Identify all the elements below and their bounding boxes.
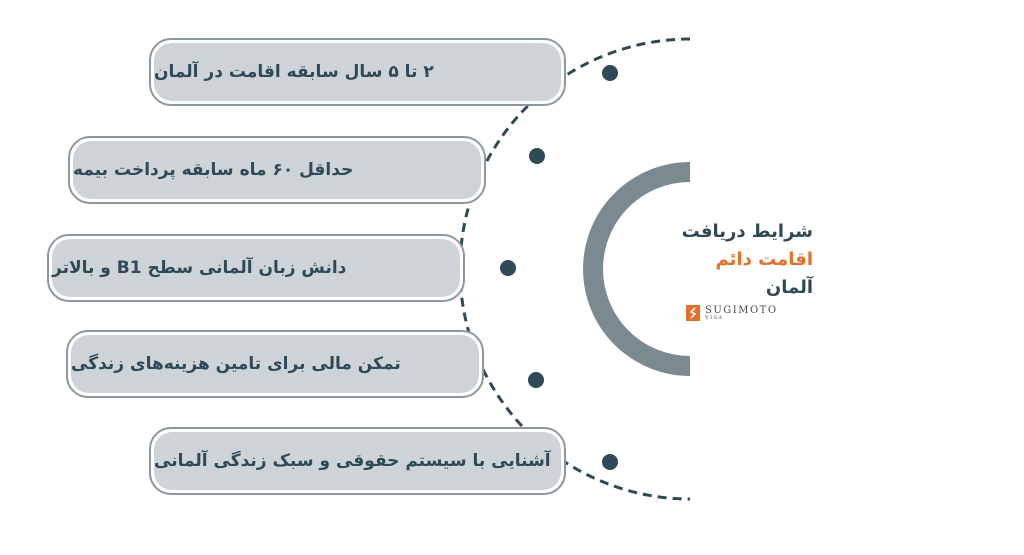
logo-mark-icon [686,305,700,321]
timeline-node-4 [528,372,544,388]
title-line-3: آلمان [765,277,813,298]
timeline-node-2 [529,148,545,164]
requirement-text: دانش زبان آلمانی سطح B1 و بالاتر [52,258,347,278]
requirement-text: آشنایی با سیستم حقوقی و سبک زندگی آلمانی [154,451,551,471]
logo-sub: VISA [705,314,724,321]
requirement-card-2: حداقل ۶۰ ماه سابقه پرداخت بیمه [68,136,486,204]
sugimoto-logo: SUGIMOTO VISA [686,305,778,321]
requirement-card-1: ۲ تا ۵ سال سابقه اقامت در آلمان [149,38,566,106]
timeline-node-5 [602,454,618,470]
timeline-node-3 [500,260,516,276]
requirement-card-4: تمکن مالی برای تامین هزینه‌های زندگی [66,330,484,398]
center-title: شرایط دریافت اقامت دائم آلمان [668,218,813,302]
requirement-text: حداقل ۶۰ ماه سابقه پرداخت بیمه [73,160,354,180]
requirement-text: ۲ تا ۵ سال سابقه اقامت در آلمان [154,62,434,82]
logo-name: SUGIMOTO [705,304,778,316]
requirement-text: تمکن مالی برای تامین هزینه‌های زندگی [71,354,401,374]
requirement-card-5: آشنایی با سیستم حقوقی و سبک زندگی آلمانی [149,427,566,495]
requirement-card-3: دانش زبان آلمانی سطح B1 و بالاتر [47,234,465,302]
timeline-node-1 [602,65,618,81]
title-line-2: اقامت دائم [715,249,813,270]
title-line-1: شرایط دریافت [681,221,813,242]
inner-thick-arc [583,162,691,376]
